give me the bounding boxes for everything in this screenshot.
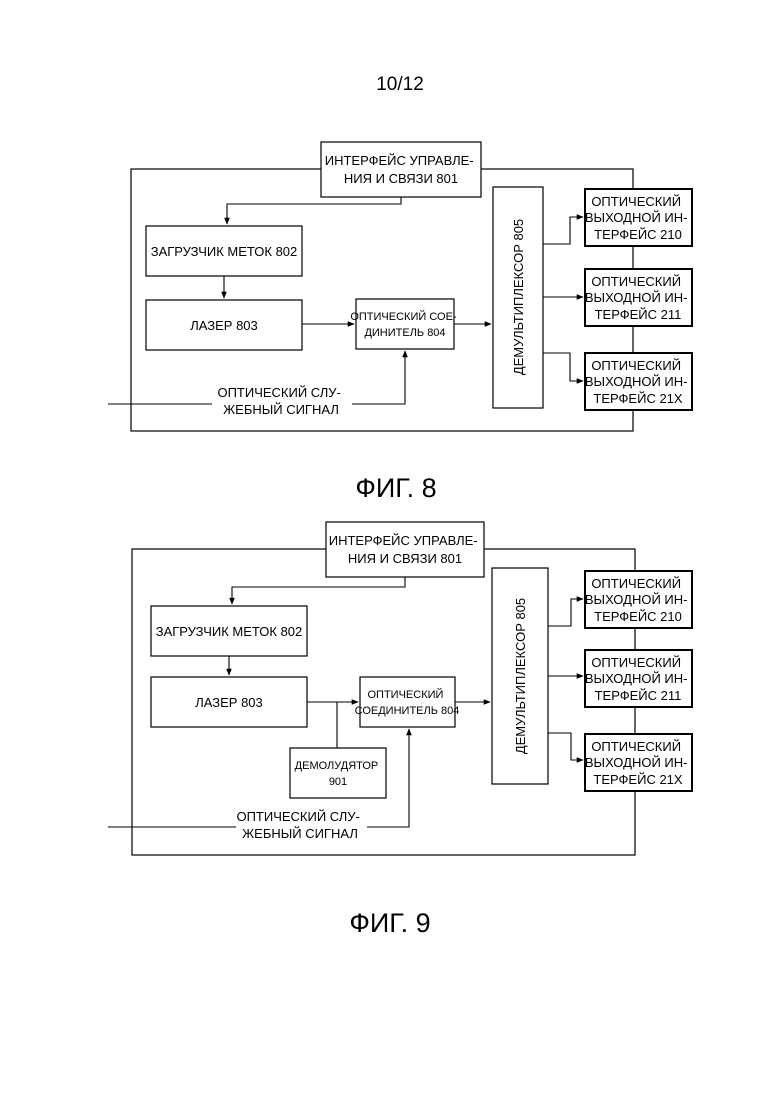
- fig9-caption: ФИГ. 9: [349, 908, 430, 938]
- fig8-output-211-label: ОПТИЧЕСКИЙ ВЫХОДНОЙ ИН- ТЕРФЕЙС 211: [585, 274, 691, 322]
- fig9-output-211-label: ОПТИЧЕСКИЙ ВЫХОДНОЙ ИН- ТЕРФЕЙС 211: [585, 655, 691, 703]
- fig8-arrow-805-to-21x: [543, 353, 583, 381]
- fig8-arrow-801-to-802: [227, 197, 401, 224]
- fig9-demux-label: ДЕМУЛЬТИПЛЕКСОР 805: [513, 598, 528, 754]
- fig9-output-210-label: ОПТИЧЕСКИЙ ВЫХОДНОЙ ИН- ТЕРФЕЙС 210: [585, 576, 691, 624]
- fig9-arrow-801-to-802: [232, 577, 405, 604]
- fig8-output-21x-label: ОПТИЧЕСКИЙ ВЫХОДНОЙ ИН- ТЕРФЕЙС 21X: [585, 358, 691, 406]
- fig9-arrow-805-to-21x: [548, 733, 583, 760]
- fig8-demux-label: ДЕМУЛЬТИПЛЕКСОР 805: [511, 219, 526, 375]
- fig8-arrow-service-signal-to-804: [352, 351, 405, 404]
- fig9-output-21x-label: ОПТИЧЕСКИЙ ВЫХОДНОЙ ИН- ТЕРФЕЙС 21X: [585, 739, 691, 787]
- fig8-arrow-805-to-210: [543, 217, 583, 244]
- page-number: 10/12: [376, 74, 424, 95]
- fig9-arrow-805-to-210: [548, 599, 583, 626]
- figure-8: ИНТЕРФЕЙС УПРАВЛЕ- НИЯ И СВЯЗИ 801 ЗАГРУ…: [108, 142, 692, 431]
- fig8-label-loader-label: ЗАГРУЗЧИК МЕТОК 802: [151, 244, 298, 259]
- fig9-control-interface-box: [326, 522, 484, 577]
- fig8-laser-label: ЛАЗЕР 803: [190, 318, 258, 333]
- fig8-caption: ФИГ. 8: [355, 473, 436, 503]
- figure-9: ИНТЕРФЕЙС УПРАВЛЕ- НИЯ И СВЯЗИ 801 ЗАГРУ…: [108, 522, 692, 855]
- fig9-optical-coupler-box: [360, 677, 455, 727]
- fig9-label-loader-label: ЗАГРУЗЧИК МЕТОК 802: [156, 624, 303, 639]
- fig8-output-210-label: ОПТИЧЕСКИЙ ВЫХОДНОЙ ИН- ТЕРФЕЙС 210: [585, 194, 691, 242]
- fig8-service-signal-label: ОПТИЧЕСКИЙ СЛУ- ЖЕБНЫЙ СИГНАЛ: [217, 385, 344, 417]
- fig8-control-interface-box: [321, 142, 481, 197]
- fig9-demodulator-box: [290, 748, 386, 798]
- fig9-service-signal-label: ОПТИЧЕСКИЙ СЛУ- ЖЕБНЫЙ СИГНАЛ: [236, 809, 363, 841]
- fig9-laser-label: ЛАЗЕР 803: [195, 695, 263, 710]
- fig8-optical-coupler-box: [356, 299, 454, 349]
